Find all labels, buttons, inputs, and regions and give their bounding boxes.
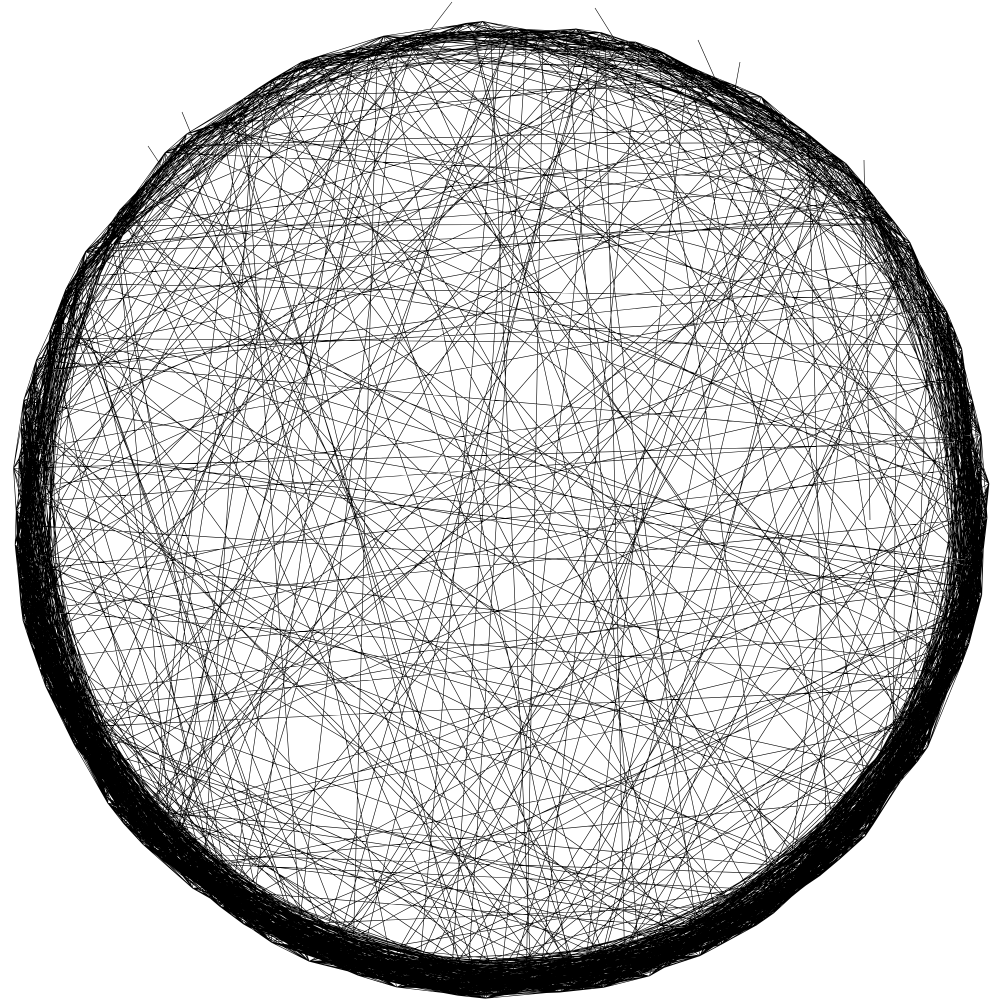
- graph-edge-lines: [13, 1, 990, 999]
- graph-edges: [13, 1, 990, 999]
